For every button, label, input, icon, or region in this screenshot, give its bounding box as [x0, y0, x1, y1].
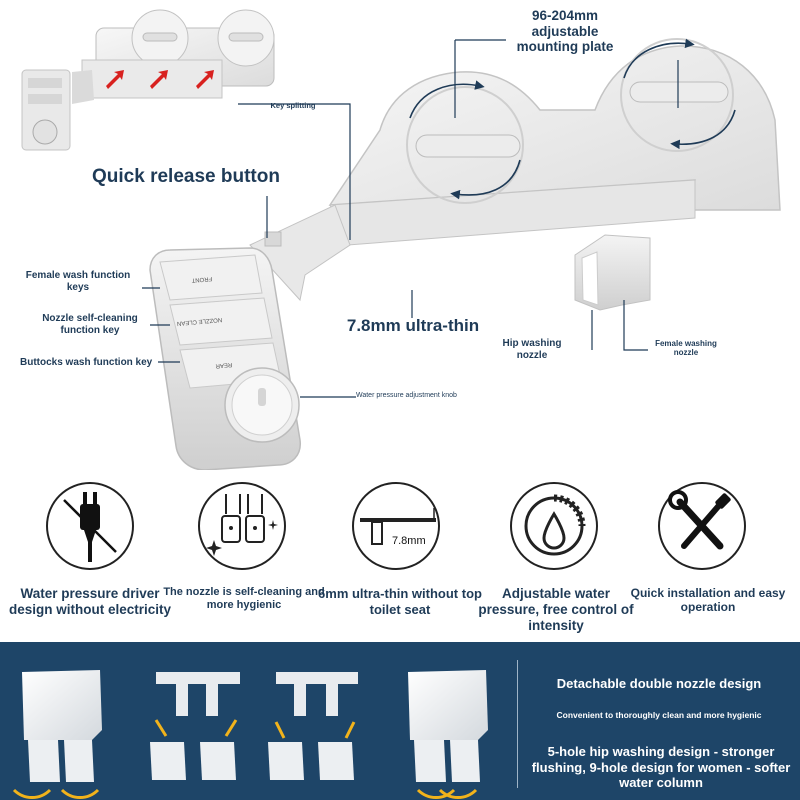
feature-adjustable-pressure: Adjustable water pressure, free control … [476, 482, 634, 633]
feature-text: Adjustable water pressure, free control … [478, 586, 634, 634]
pressure-knob-label: Water pressure adjustment knob [356, 392, 457, 399]
feature-no-electricity: Water pressure driver design without ele… [6, 482, 171, 632]
detachable-nozzle-band: Detachable double nozzle design Convenie… [0, 642, 800, 800]
thin-profile-badge: 7.8mm [392, 535, 426, 547]
feature-text: Quick installation and easy operation [630, 586, 786, 615]
band-subtitle: Convenient to thoroughly clean and more … [556, 710, 762, 720]
feature-ultra-thin: 7.8mm 6mm ultra-thin without top toilet … [318, 482, 482, 632]
key-splitting-label: Key splitting [270, 101, 316, 110]
feature-self-cleaning: The nozzle is self-cleaning and more hyg… [163, 482, 325, 632]
plate-adjustable-text: adjustable [531, 23, 599, 39]
callout-leaders [142, 39, 679, 398]
control-body [149, 204, 351, 470]
band-body: 5-hole hip washing design - stronger flu… [531, 744, 791, 791]
feature-icon-frame [198, 482, 286, 570]
feature-easy-install: Quick installation and easy operation [618, 482, 785, 632]
feature-icon-frame: 7.8mm [352, 482, 440, 570]
plate-mounting-text: mounting plate [516, 39, 614, 55]
feature-icon-frame [658, 482, 746, 570]
plate-range-label: 96-204mm adjustable mounting plate [500, 8, 630, 55]
quick-release-label: Quick release button [92, 166, 280, 187]
nozzle-diagram-detached-2 [268, 672, 358, 780]
pressure-dial-icon [524, 494, 586, 556]
inset-plate [21, 9, 275, 151]
nozzle-detach-diagrams [12, 670, 488, 799]
nozzle-diagram-assembled-2 [408, 670, 488, 799]
nozzle-sparkle-icon [206, 494, 278, 556]
band-divider [517, 660, 518, 788]
hip-nozzle-label: Hip washing nozzle [502, 338, 562, 361]
plate-range-value: 96-204mm [531, 8, 599, 23]
nozzle-clean-key-label: Nozzle self-cleaning function key [42, 313, 138, 336]
mounting-plate [328, 38, 781, 246]
bidet-attachment-illustration: FRONT NOZZLE CLEAN REAR [21, 9, 781, 470]
female-nozzle-label: Female washing nozzle [655, 339, 717, 358]
ultra-thin-label: 7.8mm ultra-thin [346, 316, 480, 335]
feature-text: The nozzle is self-cleaning and more hyg… [163, 586, 325, 612]
tools-icon [668, 490, 731, 550]
thin-profile-icon: 7.8mm [360, 508, 436, 547]
feature-icon-frame [46, 482, 134, 570]
feature-text: 6mm ultra-thin without top toilet seat [318, 586, 482, 617]
nozzle-housing [574, 234, 651, 311]
key-rear-text: REAR [215, 361, 233, 368]
nozzle-diagram-assembled-1 [12, 670, 102, 799]
key-front-text: FRONT [191, 275, 212, 283]
band-title: Detachable double nozzle design [556, 676, 762, 691]
buttocks-key-label: Buttocks wash function key [20, 357, 153, 368]
nozzle-diagram-detached-1 [150, 672, 240, 780]
plug-icon [63, 492, 117, 562]
feature-icon-frame [510, 482, 598, 570]
inset-red-arrows [106, 70, 214, 89]
female-wash-keys-label: Female wash function keys [25, 270, 131, 293]
key-nozzle-clean-text: NOZZLE CLEAN [177, 316, 223, 326]
feature-text: Water pressure driver design without ele… [8, 586, 172, 618]
